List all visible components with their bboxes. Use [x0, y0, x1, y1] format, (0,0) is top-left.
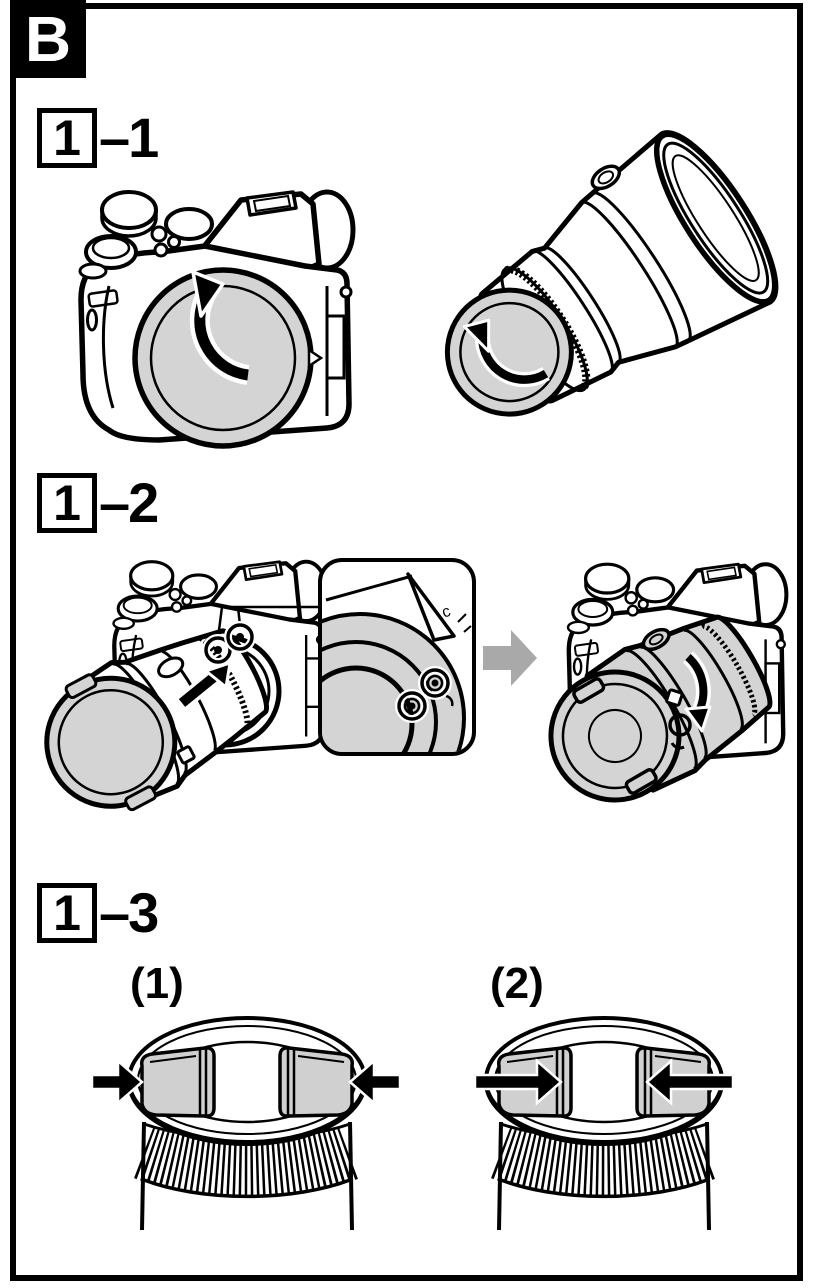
- body-cap-notch: [307, 347, 324, 369]
- flow-arrow-icon: [483, 630, 537, 686]
- step-heading-1-1: 1 –1: [37, 106, 159, 169]
- substep-label-1: (1): [130, 959, 184, 1008]
- insert-arrow-icon: [176, 661, 232, 710]
- lens-attach-figure: [44, 545, 324, 812]
- cap-pinch-tab: [64, 673, 98, 700]
- substep-label-2: (2): [490, 959, 544, 1008]
- lens-cap-figure-2: [473, 1016, 735, 1231]
- ribbed-grip: [491, 1125, 717, 1197]
- press-arrow-icon: [90, 1058, 144, 1106]
- cap-pinch-tab: [624, 768, 658, 795]
- body-index-circle: [226, 623, 254, 651]
- mount-index-inset: c: [318, 558, 476, 756]
- camera-grip-wedge: [406, 572, 456, 642]
- lens-barrel: [444, 130, 779, 417]
- press-arrow-icon: [473, 1058, 563, 1106]
- step-number-box: 1: [37, 108, 97, 168]
- camera-edge-line: [325, 574, 413, 602]
- lens-index-circle: [204, 636, 232, 664]
- lens-release-button: [668, 713, 692, 737]
- press-arrow-icon: [348, 1058, 402, 1106]
- barrel-side: [705, 1121, 711, 1231]
- page-border: [10, 3, 803, 1281]
- step-suffix: –1: [99, 106, 159, 169]
- mount-index-markers: [202, 605, 324, 666]
- leader-line: [216, 605, 324, 639]
- front-rim: [653, 131, 778, 305]
- af-mf-switch: [176, 745, 196, 765]
- lens-index-circle: [397, 691, 427, 721]
- barrel-side: [348, 1121, 354, 1231]
- cap-pinch-tab: [572, 677, 606, 704]
- rotate-lock-arrow-icon: [682, 651, 712, 733]
- press-arrow-icon: [645, 1058, 735, 1106]
- next-step-arrow: [483, 630, 537, 686]
- step-suffix: –2: [99, 471, 159, 534]
- rotate-ccw-arrow-icon: [189, 270, 250, 385]
- section-letter: B: [24, 3, 72, 75]
- rotate-ccw-arrow-icon: [462, 318, 550, 388]
- cap-pinch-tab: [139, 1046, 216, 1118]
- camera-body-cap-figure: [55, 168, 370, 449]
- cap-pinch-tab: [278, 1046, 355, 1118]
- focus-hold-button: [157, 656, 185, 679]
- lens-window: [641, 627, 671, 652]
- step-heading-1-3: 1 –3: [37, 881, 159, 944]
- section-tab: B: [10, 0, 86, 78]
- body-index-circle: [420, 668, 450, 698]
- step-suffix: –3: [99, 881, 159, 944]
- mount-index-mark: [665, 688, 684, 707]
- ribbed-grip: [134, 1125, 360, 1197]
- step-number-box: 1: [37, 473, 97, 533]
- step-heading-1-2: 1 –2: [37, 471, 159, 534]
- cap-pinch-tab: [124, 785, 157, 812]
- step-number-box: 1: [37, 883, 97, 943]
- lens-cap-figure-1: [90, 1016, 402, 1231]
- lens-rear-cap-figure: [444, 130, 779, 417]
- lens-attached-figure: [548, 545, 802, 803]
